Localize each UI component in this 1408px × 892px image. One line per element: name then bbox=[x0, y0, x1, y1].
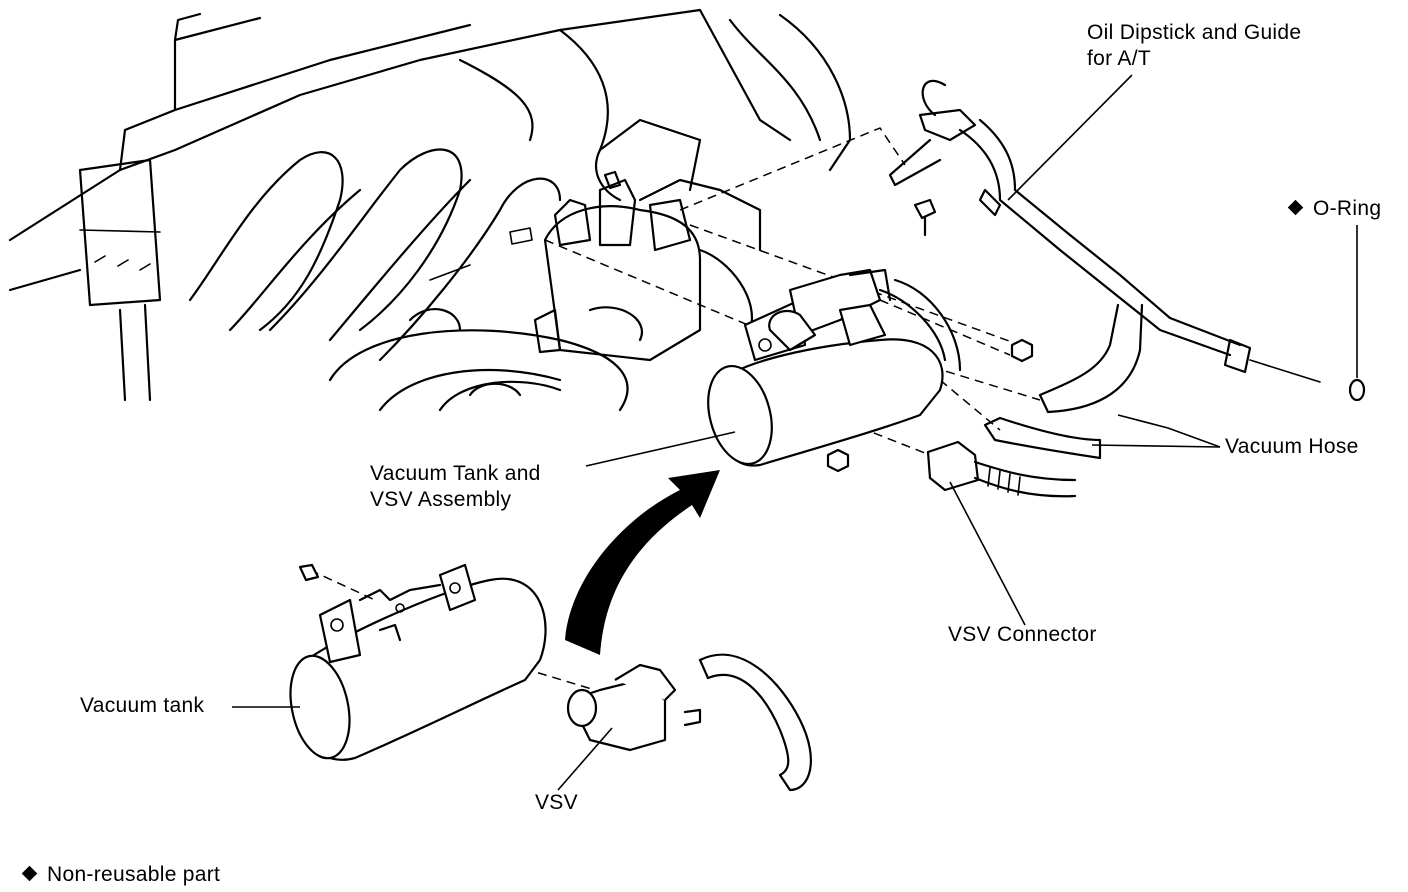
label-vsv: VSV bbox=[535, 791, 578, 814]
vacuum-hoses-drawing bbox=[983, 303, 1144, 460]
label-vacuum-tank-vsv-assembly: Vacuum Tank and VSV Assembly bbox=[370, 462, 541, 511]
diamond-icon bbox=[1287, 199, 1304, 216]
label-vacuum-tank: Vacuum tank bbox=[80, 694, 205, 717]
legend-non-reusable-text: Non-reusable part bbox=[47, 863, 221, 886]
vacuum-tank-drawing bbox=[289, 563, 547, 761]
o-ring-drawing bbox=[1348, 378, 1366, 402]
vsv-drawing bbox=[566, 653, 812, 792]
label-vsv-connector: VSV Connector bbox=[948, 623, 1097, 646]
engine-manifold-drawing bbox=[8, 8, 852, 412]
diamond-icon bbox=[21, 865, 38, 882]
vacuum-tank-vsv-assembly-drawing bbox=[707, 268, 962, 467]
label-vacuum-hose: Vacuum Hose bbox=[1225, 435, 1359, 458]
assembly-direction-arrow bbox=[565, 470, 720, 655]
vsv-connector-drawing bbox=[926, 440, 1077, 498]
label-o-ring-row: O-Ring bbox=[1287, 196, 1382, 222]
oil-dipstick-guide-drawing bbox=[888, 79, 1321, 383]
leader-lines bbox=[232, 74, 1358, 791]
mounting-nuts bbox=[826, 198, 1034, 473]
label-o-ring: O-Ring bbox=[1313, 197, 1382, 220]
legend-non-reusable: Non-reusable part bbox=[21, 862, 221, 888]
label-oil-dipstick-guide: Oil Dipstick and Guide for A/T bbox=[1087, 21, 1302, 70]
